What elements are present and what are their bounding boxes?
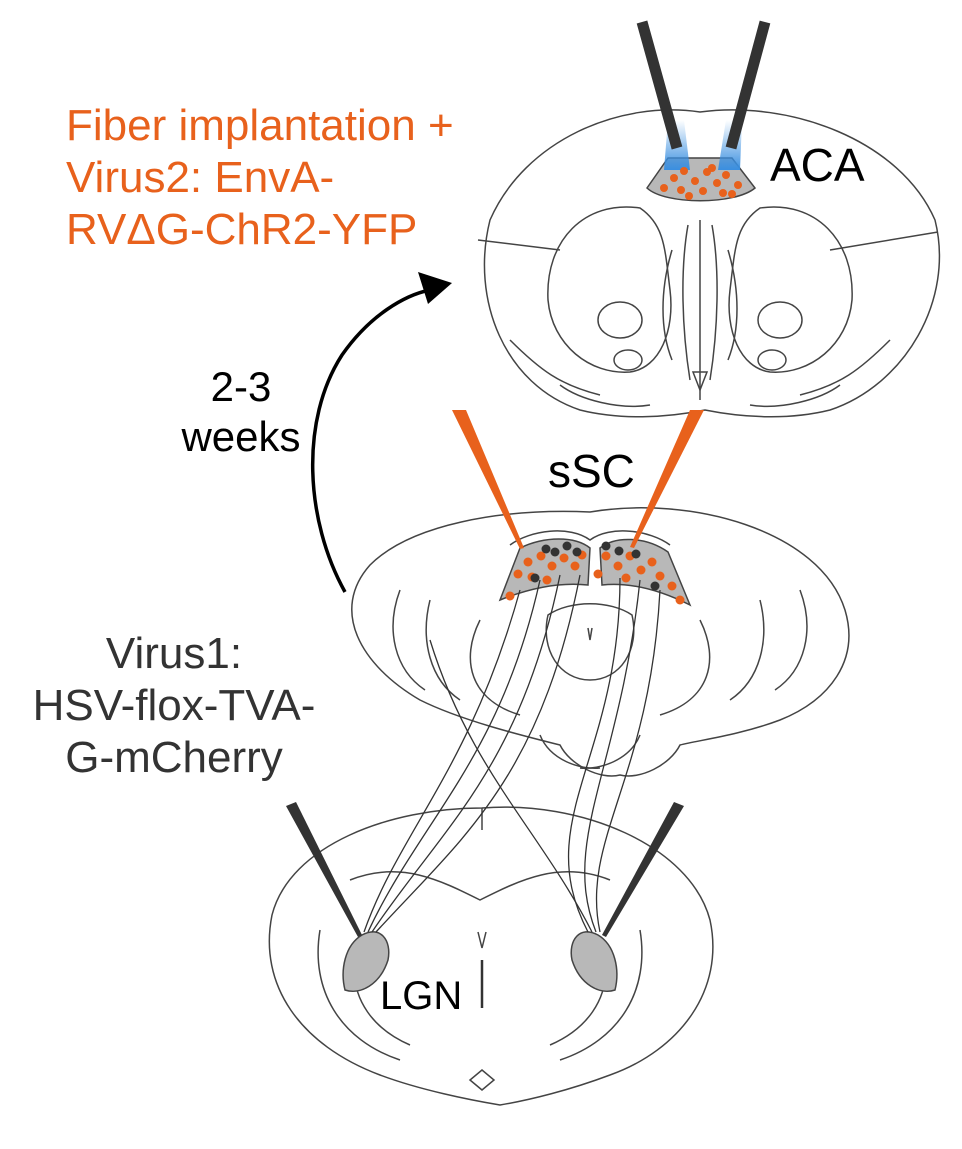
aca-labeled-cells: [660, 164, 742, 200]
region-label-ssc: sSC: [548, 445, 635, 497]
ssc-region-right: [599, 538, 692, 607]
step1-line2: HSV-flox-TVA-: [32, 680, 316, 730]
step1-title: Virus1: HSV-flox-TVA- G-mCherry: [14, 628, 334, 784]
arrow-head-icon: [418, 272, 452, 304]
region-label-aca: ACA: [770, 139, 865, 191]
lgn-region-right: [570, 931, 618, 992]
brain-section-aca: [477, 109, 941, 418]
lgn-ssc-projections: [363, 574, 661, 933]
brain-section-ssc: [351, 507, 850, 777]
ssc-dark-cells: [530, 541, 660, 591]
delay-label: 2-3 weeks: [166, 362, 316, 461]
step2-line1: Fiber implantation +: [66, 101, 454, 150]
step1-line3: G-mCherry: [65, 732, 283, 782]
injection-needle-lgn-right: [602, 802, 684, 937]
delay-line2: weeks: [181, 412, 301, 460]
injection-needle-left: [452, 410, 524, 549]
delay-line1: 2-3: [210, 363, 272, 410]
injection-needle-right: [630, 410, 704, 548]
step2-line2: Virus2: EnvA-: [66, 152, 335, 202]
brain-section-lgn: [268, 806, 714, 1106]
injection-needle-lgn-left: [286, 802, 362, 937]
optical-fiber-right: [725, 20, 771, 150]
step2-line3: RVΔG-ChR2-YFP: [66, 204, 418, 254]
time-arrow: [310, 288, 431, 593]
step1-line1: Virus1:: [105, 629, 243, 678]
lgn-region-left: [342, 931, 390, 992]
optical-fiber-left: [636, 20, 683, 150]
region-label-lgn: LGN: [380, 974, 463, 1018]
step2-title: Fiber implantation + Virus2: EnvA- RVΔG-…: [66, 100, 454, 256]
